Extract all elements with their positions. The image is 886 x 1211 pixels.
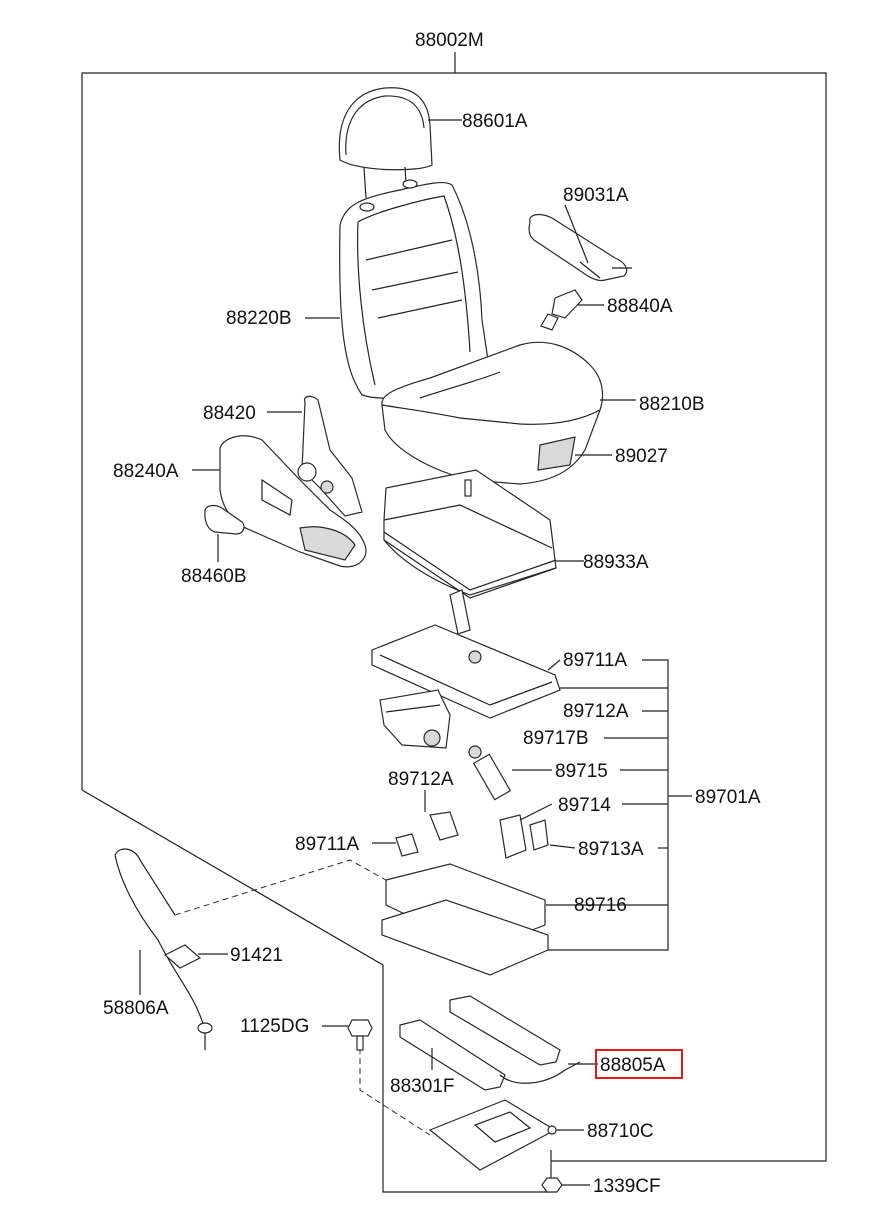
part-label-88933A: 88933A (583, 552, 649, 573)
release-cable (114, 848, 213, 1050)
part-label-89713A: 89713A (578, 839, 644, 860)
part-label-88002M: 88002M (415, 30, 484, 51)
part-label-88840A: 88840A (607, 296, 673, 317)
part-label-1125DG: 1125DG (240, 1016, 309, 1037)
lower-frame (381, 863, 668, 976)
part-label-88420: 88420 (203, 403, 256, 424)
part-label-89712A-left: 89712A (388, 769, 454, 790)
part-label-89714: 89714 (558, 795, 611, 816)
cable-route-dashed (174, 859, 387, 916)
side-cover (192, 435, 367, 568)
headrest (338, 87, 462, 199)
assembly-bracket (81, 52, 827, 1193)
part-label-89716: 89716 (574, 895, 627, 916)
part-label-88460B: 88460B (181, 566, 247, 587)
part-label-89711A-left: 89711A (295, 834, 359, 855)
seat-pan-frame (383, 469, 584, 599)
part-label-89701A: 89701A (695, 787, 761, 808)
highlight-box-88805A (595, 1049, 683, 1079)
seat-cushion (381, 341, 636, 485)
seat-rails (399, 995, 598, 1091)
part-label-88240A: 88240A (113, 461, 179, 482)
part-label-91421: 91421 (230, 945, 283, 966)
seat-belt-buckle (540, 289, 604, 331)
armrest (528, 204, 632, 282)
recliner-lever (267, 395, 363, 517)
bolt (322, 1019, 373, 1051)
part-label-89715: 89715 (555, 761, 608, 782)
label-tag (163, 944, 228, 969)
part-label-58806A: 58806A (103, 998, 169, 1019)
part-label-88710C: 88710C (587, 1121, 654, 1142)
lock-bracket (372, 790, 459, 857)
gas-spring (468, 745, 552, 801)
part-label-88805A: 88805A (600, 1055, 666, 1076)
part-label-88210B: 88210B (639, 394, 705, 415)
group-bracket-89701A (548, 659, 692, 951)
seat-back (305, 179, 489, 399)
linkage-set (499, 803, 576, 859)
part-label-89711A-top: 89711A (563, 650, 627, 671)
part-label-88601A: 88601A (462, 111, 528, 132)
nut (541, 1150, 590, 1193)
part-label-88301F: 88301F (390, 1076, 454, 1097)
seat-adjuster-frame (371, 589, 668, 719)
release-handle (204, 504, 245, 562)
part-label-88220B: 88220B (226, 308, 292, 329)
bolt-route-dashed (359, 1048, 431, 1136)
lift-motor (379, 689, 451, 749)
base-plate (428, 1099, 584, 1171)
part-label-89027: 89027 (615, 446, 668, 467)
part-label-1339CF: 1339CF (593, 1176, 661, 1197)
part-label-89717B: 89717B (523, 728, 589, 749)
part-label-89031A: 89031A (563, 185, 629, 206)
part-label-89712A-right: 89712A (563, 701, 629, 722)
